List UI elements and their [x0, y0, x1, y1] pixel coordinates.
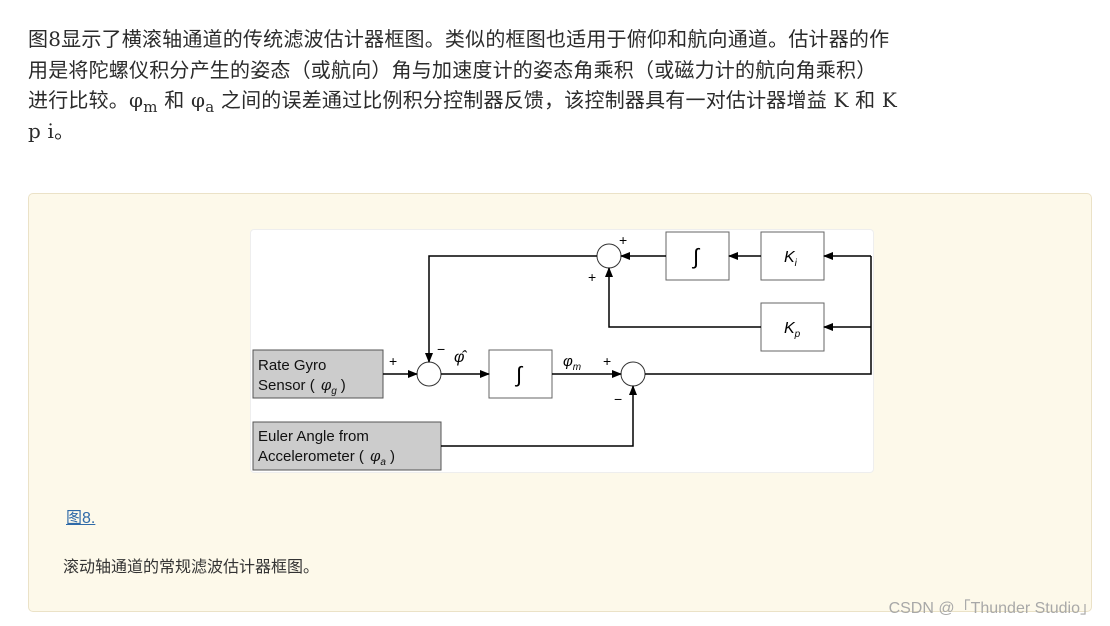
- phi-m-label: φm: [563, 353, 581, 373]
- rate-gyro-label-1: Rate Gyro: [258, 357, 326, 374]
- summing-junction-error: [620, 361, 646, 387]
- wire-error-feedback-path: [645, 256, 872, 375]
- csdn-watermark: CSDN @「Thunder Studio」: [888, 600, 1096, 617]
- line3-part-c: 之间的误差通过比例积分控制器反馈，该控制器具有一对估计器增益 K 和 K: [214, 88, 898, 112]
- sign-plus-error: +: [603, 353, 611, 369]
- paragraph-line-2: 用是将陀螺仪积分产生的姿态（或航向）角与加速度计的姿态角乘积（或磁力计的航向角乘…: [28, 57, 877, 82]
- paragraph-line-4: p i。: [28, 118, 75, 143]
- figure-number-link[interactable]: 图8.: [66, 510, 96, 527]
- kp-gain-label: Kp: [784, 320, 801, 340]
- body-paragraph: 图8显示了横滚轴通道的传统滤波估计器框图。类似的框图也适用于俯仰和航向通道。估计…: [28, 24, 1098, 146]
- euler-angle-block: [252, 421, 442, 471]
- wire-feedback-to-input-sum: [425, 255, 597, 363]
- filter-block-diagram: Rate Gyro Sensor (φg) Euler Angle from A…: [250, 229, 874, 473]
- ki-gain-label: Ki: [784, 249, 798, 269]
- euler-angle-label-2: Accelerometer (φa): [258, 447, 395, 468]
- line3-part-a: 进行比较。φ: [28, 88, 144, 112]
- summing-junction-input: [416, 361, 442, 387]
- subscript-a: a: [205, 98, 215, 116]
- figure-container: Rate Gyro Sensor (φg) Euler Angle from A…: [28, 193, 1092, 612]
- integral-symbol-main: ∫: [514, 362, 524, 387]
- sign-minus-input: −: [437, 341, 445, 357]
- euler-angle-label-1: Euler Angle from: [258, 428, 369, 445]
- sign-plus-gyro: +: [389, 353, 397, 369]
- ki-gain-block: [760, 231, 825, 281]
- integrator-block-feedback: [665, 231, 730, 281]
- rate-gyro-block: [252, 349, 384, 399]
- rate-gyro-label-2: Sensor (φg): [258, 376, 346, 397]
- summing-junction-feedback: [596, 243, 622, 269]
- figure-caption: 滚动轴通道的常规滤波估计器框图。: [63, 557, 320, 576]
- wire-kp-to-feedback-sum: [605, 267, 761, 328]
- integrator-block-main: [488, 349, 553, 399]
- sign-plus-feedback-top: +: [619, 232, 627, 248]
- line3-part-b: 和 φ: [157, 88, 206, 112]
- block-diagram-svg: Rate Gyro Sensor (φg) Euler Angle from A…: [252, 231, 872, 471]
- integral-symbol-feedback: ∫: [691, 244, 701, 269]
- phi-hat-dot-label: φ̂: [454, 349, 467, 366]
- sign-minus-error: −: [614, 391, 622, 407]
- paragraph-line-3: 进行比较。φm 和 φa 之间的误差通过比例积分控制器反馈，该控制器具有一对估计…: [28, 85, 1098, 116]
- sign-plus-feedback-left: +: [588, 269, 596, 285]
- wire-euler-to-error-sum: [441, 385, 637, 447]
- subscript-m: m: [143, 98, 158, 116]
- paragraph-line-1: 图8显示了横滚轴通道的传统滤波估计器框图。类似的框图也适用于俯仰和航向通道。估计…: [28, 27, 890, 51]
